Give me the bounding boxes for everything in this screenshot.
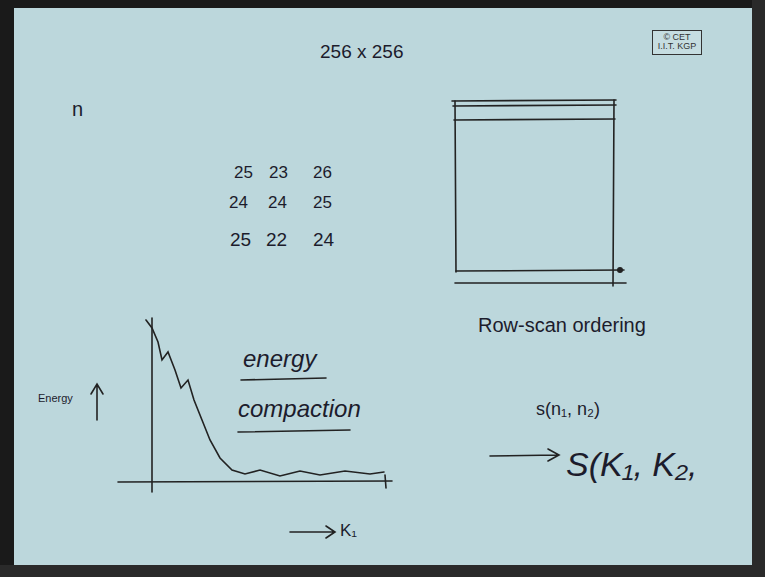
image-row-line [452, 100, 616, 101]
k-axis-arrow [290, 526, 335, 538]
handwritten-label: 25 [234, 164, 253, 183]
y-axis [151, 318, 153, 492]
handwritten-label: 23 [269, 164, 288, 183]
image-border [613, 100, 614, 286]
x-axis [118, 481, 392, 482]
handwritten-label: Row-scan ordering [478, 314, 646, 336]
logo-box: © CET I.I.T. KGP [652, 30, 702, 55]
handwritten-label: 256 x 256 [320, 42, 403, 63]
underline [241, 378, 326, 380]
transform-arrow [490, 449, 559, 461]
photo-frame [0, 565, 765, 577]
handwritten-label: compaction [238, 396, 361, 422]
handwritten-label: S(K₁, K₂, [566, 446, 697, 483]
energy-arrow [91, 384, 103, 420]
handwritten-label: 22 [266, 230, 287, 251]
handwritten-label: 24 [229, 194, 248, 213]
logo-text: © CET I.I.T. KGP [656, 33, 698, 52]
underline [238, 430, 350, 432]
last-pixel-dot [618, 268, 622, 272]
handwritten-label: K₁ [340, 522, 357, 541]
handwritten-label: energy [243, 346, 316, 372]
image-border [455, 101, 456, 272]
handwritten-label: n [72, 98, 83, 120]
handwritten-label: 26 [313, 164, 332, 183]
image-row-line [453, 105, 616, 106]
handwritten-label: 24 [313, 230, 334, 251]
handwritten-label: 25 [230, 230, 251, 251]
image-row-line [456, 270, 624, 271]
image-row-line [454, 119, 615, 120]
axis-tick [385, 475, 386, 488]
handwritten-label: 25 [313, 194, 332, 213]
photo-frame [752, 0, 765, 577]
image-row-line [455, 282, 626, 284]
handwritten-label: 24 [268, 194, 287, 213]
energy-curve [146, 320, 384, 476]
photo-frame [0, 0, 765, 8]
handwritten-label: s(n₁, n₂) [536, 400, 600, 420]
handwritten-label: Energy [38, 392, 73, 404]
photo-frame [0, 0, 14, 577]
